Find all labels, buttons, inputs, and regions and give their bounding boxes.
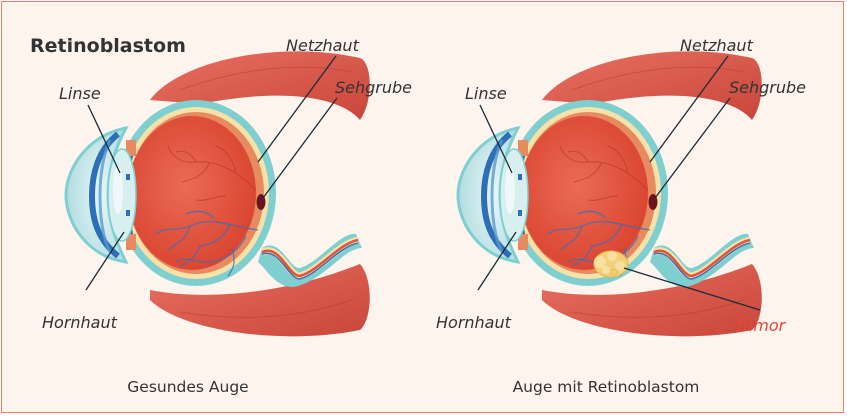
label-hornhaut: Hornhaut	[42, 313, 118, 332]
label-netzhaut: Netzhaut	[680, 36, 754, 55]
label-sehgrube: Sehgrube	[335, 78, 412, 97]
healthy-eye	[66, 51, 370, 336]
caption-healthy-eye: Gesundes Auge	[127, 378, 248, 396]
label-sehgrube: Sehgrube	[729, 78, 806, 97]
tumor	[594, 251, 628, 277]
diagram-title: Retinoblastom	[30, 35, 186, 57]
label-netzhaut: Netzhaut	[286, 36, 360, 55]
label-linse: Linse	[59, 84, 101, 103]
caption-diseased-eye: Auge mit Retinoblastom	[513, 378, 700, 396]
label-linse: Linse	[465, 84, 507, 103]
label-tumor: Tumor	[735, 316, 787, 335]
label-hornhaut: Hornhaut	[436, 313, 512, 332]
